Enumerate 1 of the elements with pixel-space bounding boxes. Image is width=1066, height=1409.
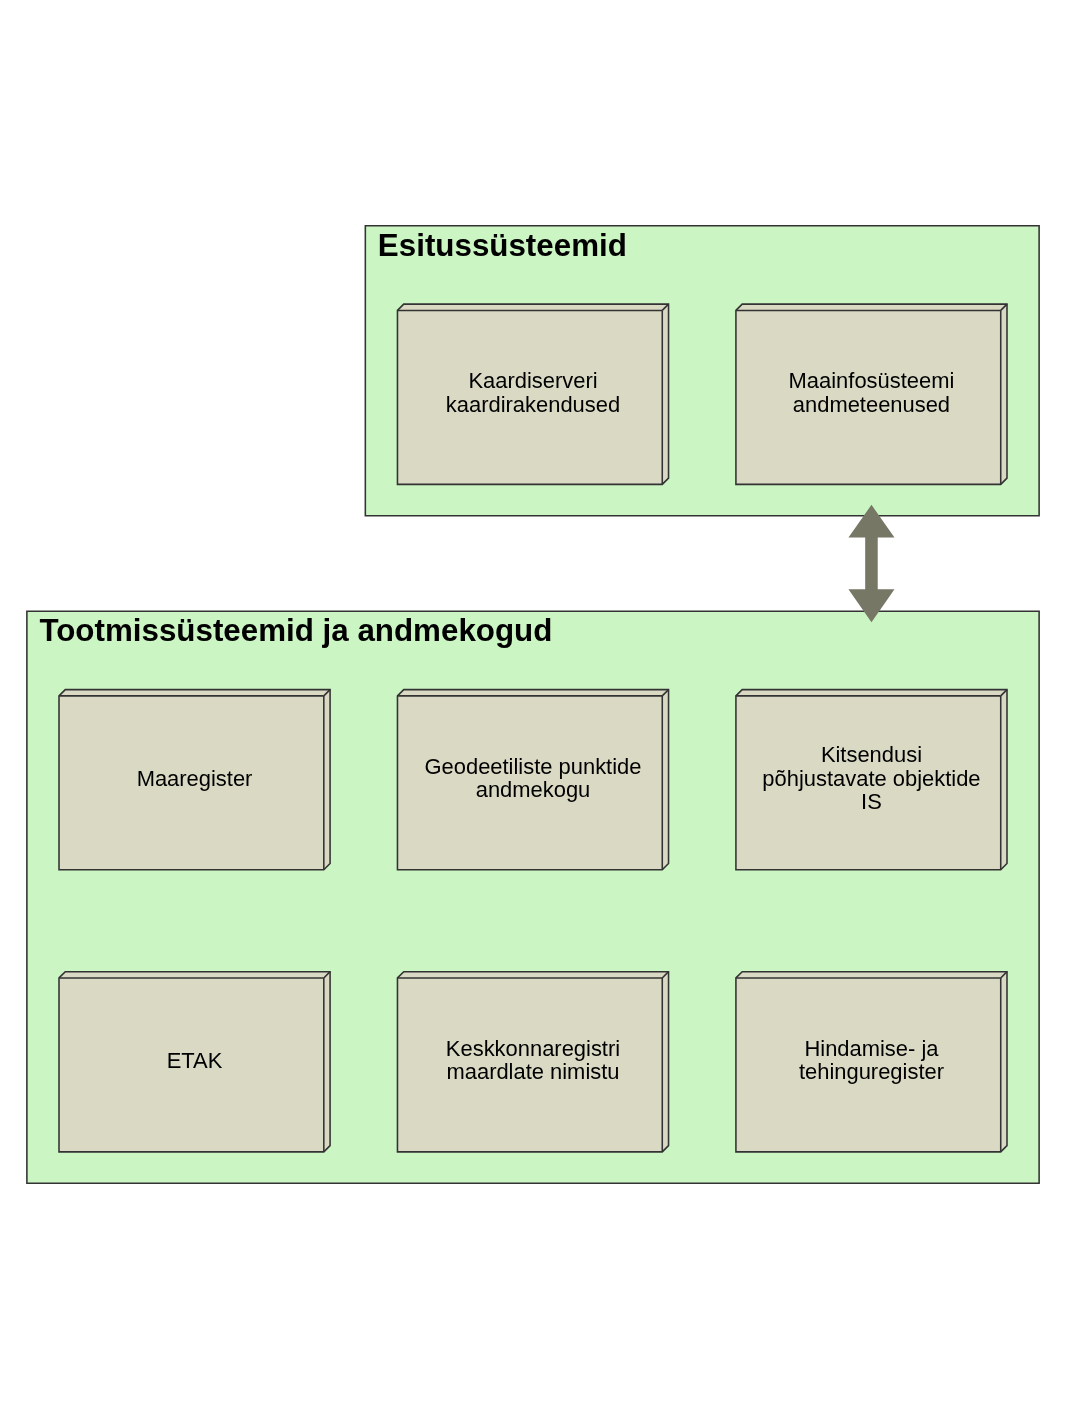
arrow	[848, 504, 895, 623]
